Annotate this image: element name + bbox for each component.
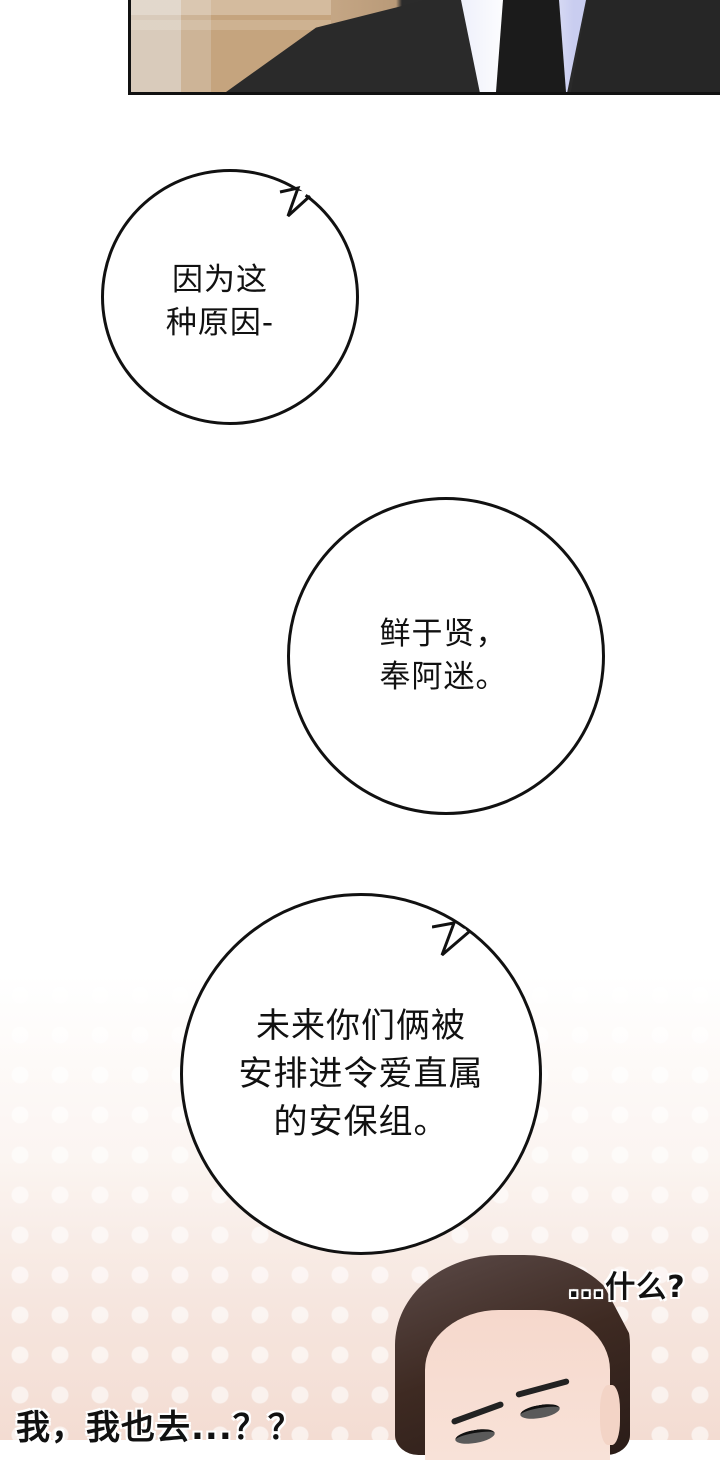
top-comic-panel <box>128 0 720 95</box>
speech-bubble-3: 未来你们俩被 安排进令爱直属 的安保组。 <box>180 893 542 1255</box>
bubble-tail-3 <box>432 921 471 957</box>
character-face <box>395 1255 630 1460</box>
caption-what: ...什么? <box>568 1270 686 1305</box>
character-skin <box>425 1310 610 1460</box>
character-ear <box>600 1385 620 1445</box>
speech-bubble-text: 鲜于贤， 奉阿迷。 <box>379 616 508 695</box>
speech-bubble-1: 因为这 种原因- <box>101 169 359 425</box>
suit-lapel <box>571 0 720 92</box>
speech-bubble-text: 未来你们俩被 安排进令爱直属 的安保组。 <box>238 1006 484 1142</box>
speech-bubble-text: 因为这 种原因- <box>165 262 275 341</box>
speech-bubble-2: 鲜于贤， 奉阿迷。 <box>287 497 605 815</box>
caption-me-too: 我，我也去...？？ <box>16 1408 303 1448</box>
bubble-tail-1 <box>279 185 312 218</box>
necktie <box>496 0 566 92</box>
